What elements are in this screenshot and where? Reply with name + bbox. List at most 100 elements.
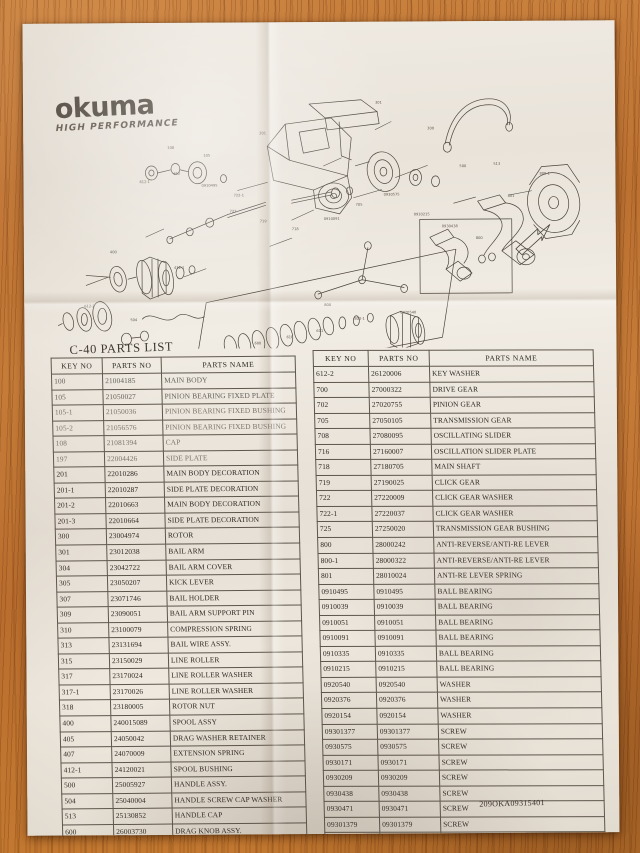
part-number: 27180705 (370, 459, 433, 476)
part-key-no: 0910091 (319, 630, 376, 647)
column-header-parts-no: PARTS NO (368, 350, 430, 367)
part-name: KICK LEVER (166, 574, 301, 591)
part-key-no: 725 (317, 521, 373, 538)
part-name: ROTOR NUT (169, 698, 304, 716)
part-key-no: 105-2 (52, 420, 104, 437)
part-key-no: 718 (315, 459, 372, 476)
part-number: 23100079 (108, 621, 168, 638)
svg-text:800: 800 (476, 236, 484, 240)
part-name: SIDE PLATE (163, 449, 298, 467)
svg-text:513: 513 (493, 162, 500, 166)
part-number: 0920540 (376, 677, 438, 693)
part-name: COMPRESSION SPRING (167, 620, 302, 638)
svg-text:612-2: 612-2 (84, 304, 94, 308)
part-name: KEY WASHER (429, 365, 594, 382)
part-key-no: 313 (57, 637, 110, 654)
part-key-no: 0920154 (321, 708, 378, 725)
part-key-no: 0920540 (321, 677, 377, 693)
part-number: 28000322 (372, 552, 435, 569)
part-key-no: 0910051 (319, 615, 375, 631)
part-name: SPOOL ASSY (169, 713, 305, 731)
part-key-no: 400 (59, 715, 112, 732)
svg-text:500: 500 (459, 164, 467, 168)
part-number: 23150029 (109, 652, 169, 669)
part-name: TRANSMISSION GEAR BUSHING (433, 521, 598, 538)
svg-text:300: 300 (427, 126, 435, 130)
part-key-no: 612-2 (313, 366, 369, 383)
svg-text:612-1: 612-1 (139, 180, 149, 184)
part-key-no: 317-1 (59, 684, 111, 701)
part-number: 23042722 (107, 559, 167, 576)
part-number: 09301379 (379, 816, 441, 833)
part-name: SIDE PLATE DECORATION (164, 511, 300, 529)
part-key-no: 716 (315, 444, 371, 460)
part-key-no: 708 (314, 428, 371, 445)
part-key-no: 100 (51, 373, 103, 390)
part-key-no: 405 (60, 731, 112, 748)
svg-text:719: 719 (260, 219, 268, 223)
part-number: 28010024 (373, 568, 435, 584)
part-name: SCREW (438, 738, 603, 755)
svg-text:201: 201 (259, 131, 266, 135)
part-key-no: 309 (57, 606, 109, 623)
svg-text:801: 801 (508, 194, 515, 198)
part-name: BALL BEARING (435, 598, 600, 615)
part-name: SCREW (438, 754, 604, 771)
svg-text:0920540: 0920540 (400, 310, 417, 314)
part-name: HANDLE CAP (172, 807, 307, 824)
part-name: ANTI-REVERSE/ANTI-RE LEVER (433, 536, 599, 553)
part-number: 23012038 (106, 544, 167, 561)
part-key-no: 197 (53, 451, 105, 468)
part-name: BALL BEARING (435, 630, 601, 647)
part-number: 23004974 (106, 528, 166, 545)
part-number: 21004185 (102, 373, 162, 390)
part-number: 21050036 (103, 404, 163, 421)
svg-text:0930438: 0930438 (442, 224, 459, 228)
part-name: MAIN BODY DECORATION (164, 496, 299, 514)
parts-list-title: C-40 PARTS LIST (69, 339, 174, 357)
part-key-no: 700 (313, 381, 370, 398)
part-number: 27250020 (372, 521, 434, 538)
part-number: 27000322 (368, 381, 431, 398)
part-key-no: 301 (55, 544, 108, 561)
part-number: 24050042 (111, 730, 171, 747)
part-number: 0910051 (374, 614, 436, 631)
part-number: 27220037 (371, 506, 434, 522)
part-name: DRAG WASHER RETAINER (170, 729, 305, 747)
svg-text:600: 600 (254, 341, 262, 345)
part-name: SIDE PLATE DECORATION (164, 480, 299, 498)
svg-text:800: 800 (324, 303, 332, 307)
part-name: PINION BEARING FIXED PLATE (161, 387, 297, 405)
table-header-row: KEY NO PARTS NO PARTS NAME (313, 349, 594, 367)
part-name: SCREW (438, 723, 603, 740)
part-key-no: 0920376 (321, 692, 377, 709)
part-number: 27080095 (369, 428, 432, 445)
part-number: 25005927 (112, 777, 172, 794)
part-name: BALL BEARING (436, 645, 601, 662)
part-key-no: 108 (52, 435, 105, 452)
part-name: CAP (162, 434, 298, 451)
svg-text:301: 301 (375, 101, 382, 105)
svg-text:0910215: 0910215 (414, 212, 430, 216)
part-number: 23131694 (108, 637, 169, 654)
part-number: 27190025 (371, 475, 433, 491)
part-name: LINE ROLLER WASHER (169, 682, 304, 700)
svg-text:0930575: 0930575 (384, 193, 400, 197)
part-name: OSCILLATION SLIDER PLATE (431, 443, 596, 460)
part-number: 0910335 (375, 646, 437, 662)
part-number: 09301377 (377, 723, 439, 740)
part-key-no: 0910215 (320, 661, 377, 678)
